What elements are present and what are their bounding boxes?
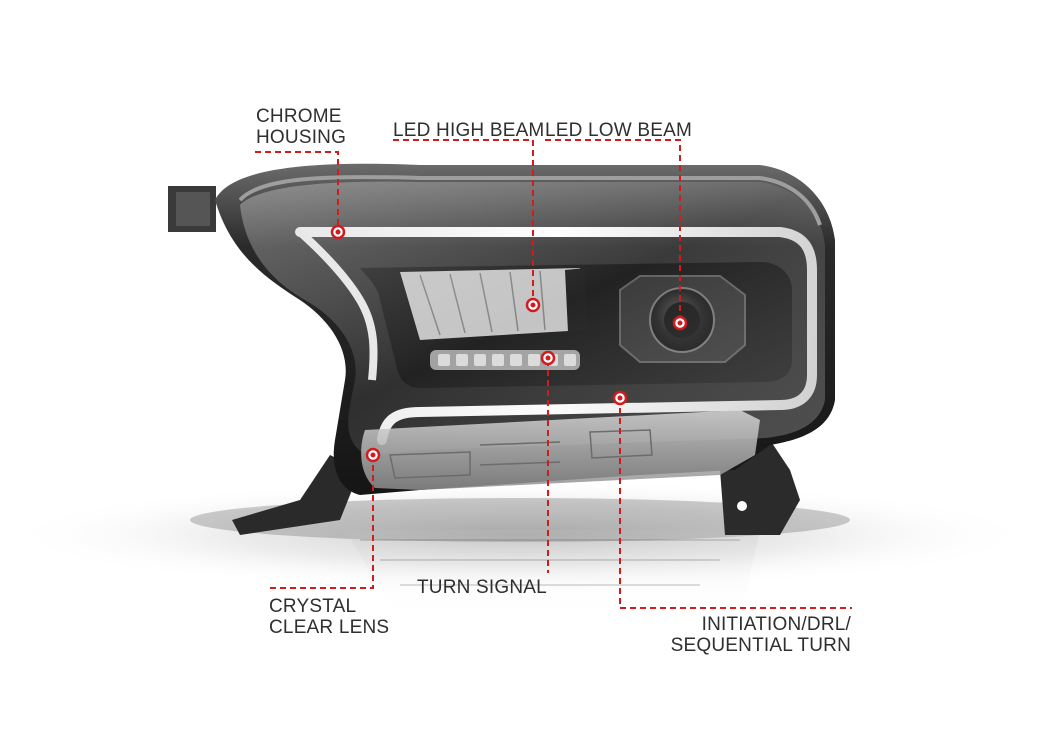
top-left-bracket-face bbox=[176, 192, 210, 226]
leader-chrome-housing bbox=[255, 151, 339, 232]
label-turn-signal: TURN SIGNAL bbox=[417, 577, 547, 598]
label-clear-lens-line2: CLEAR LENS bbox=[269, 617, 390, 638]
label-drl-line1: INITIATION/DRL/ bbox=[701, 614, 851, 635]
label-led-low-beam: LED LOW BEAM bbox=[545, 120, 693, 141]
label-led-high-beam: LED HIGH BEAM bbox=[393, 120, 545, 141]
label-chrome-housing: CHROME HOUSING bbox=[256, 106, 346, 148]
leader-low-beam bbox=[545, 139, 681, 322]
lower-lens-section bbox=[361, 410, 760, 490]
headlight-reflection bbox=[345, 530, 760, 620]
leader-clear-lens bbox=[268, 455, 374, 589]
label-chrome-housing-line2: HOUSING bbox=[256, 127, 347, 148]
label-drl-line2: SEQUENTIAL TURN bbox=[670, 635, 851, 656]
label-chrome-housing-line1: CHROME bbox=[256, 106, 342, 127]
callout-dots bbox=[330, 224, 688, 463]
label-clear-lens-line1: CRYSTAL bbox=[269, 596, 357, 617]
label-initiation-drl: INITIATION/DRL/ SEQUENTIAL TURN bbox=[655, 614, 851, 656]
clear-lens bbox=[240, 181, 825, 455]
chrome-rim bbox=[238, 175, 822, 226]
bracket-hole bbox=[737, 501, 747, 511]
lower-lens-details bbox=[389, 429, 653, 479]
leader-lines bbox=[255, 139, 852, 609]
bottom-left-bracket bbox=[232, 455, 360, 535]
leader-drl bbox=[619, 398, 852, 609]
reflection-lines bbox=[360, 539, 740, 586]
label-crystal-clear-lens: CRYSTAL CLEAR LENS bbox=[269, 596, 389, 638]
leader-high-beam bbox=[393, 139, 534, 303]
